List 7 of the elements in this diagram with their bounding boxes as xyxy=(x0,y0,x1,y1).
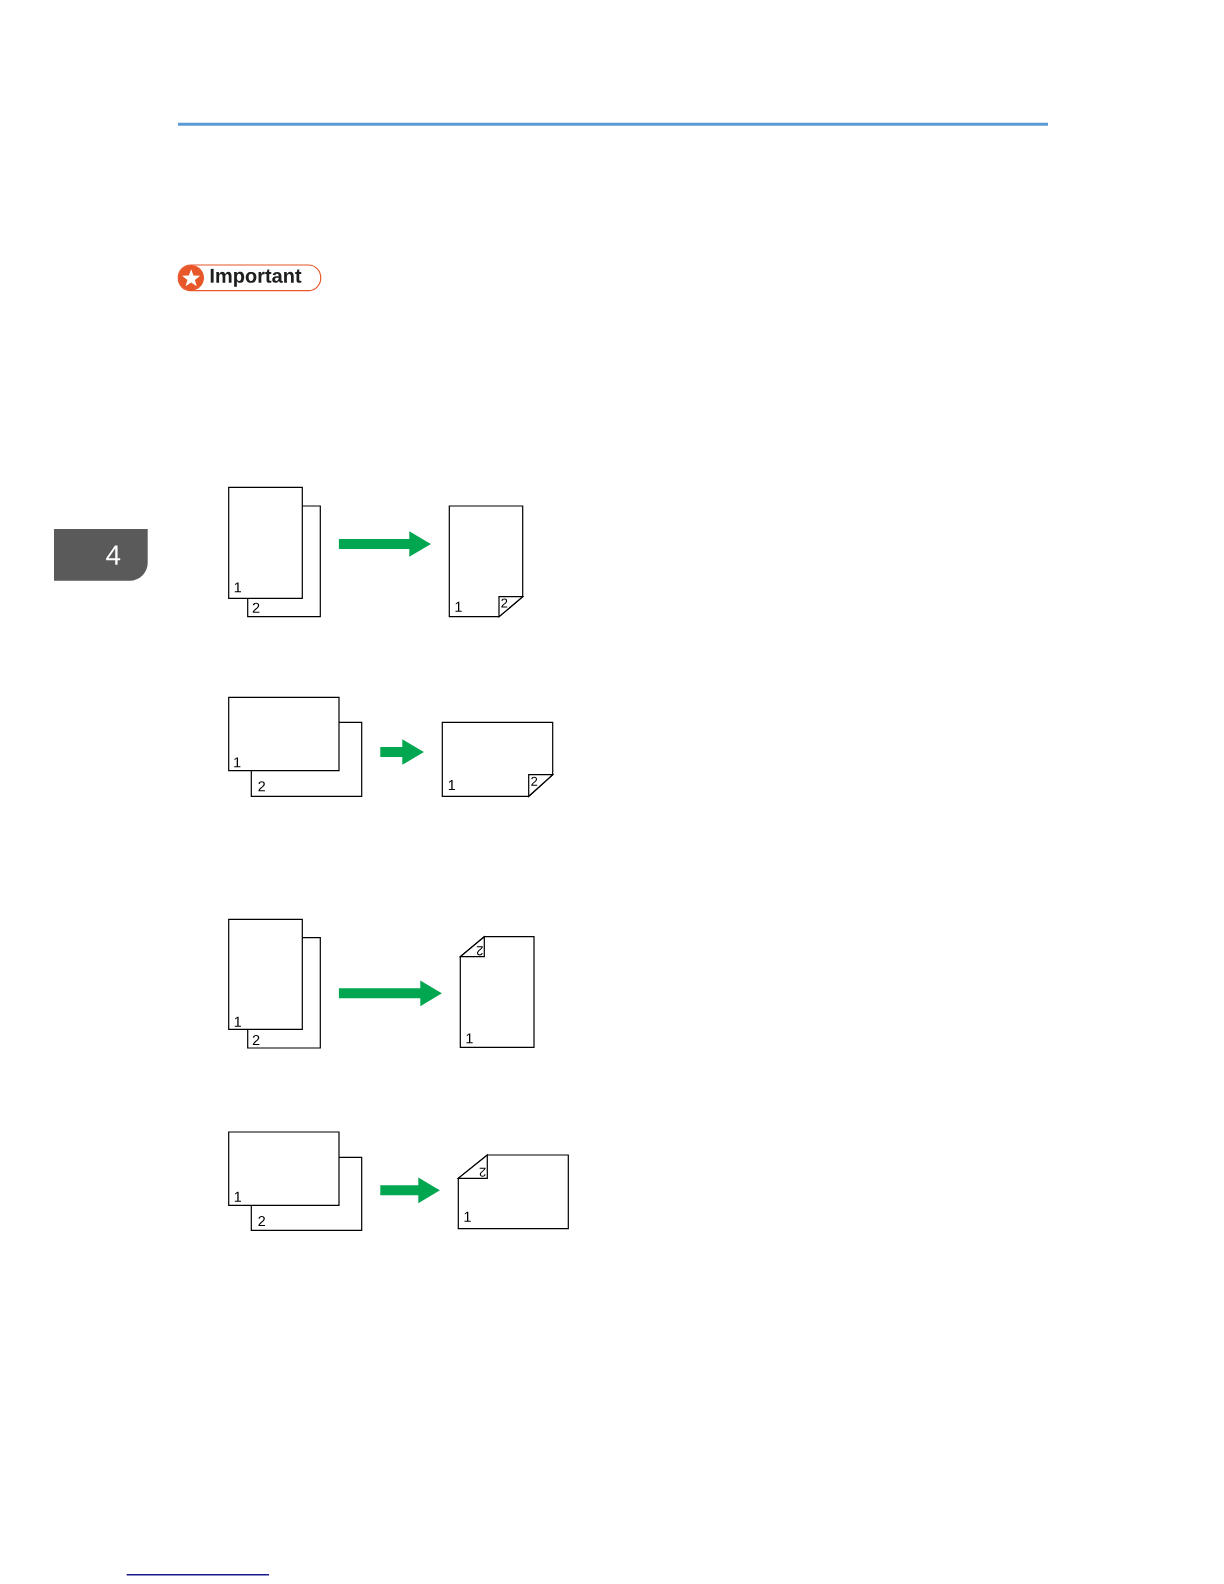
paper-sheet: 1 xyxy=(228,1131,340,1206)
folded-page: 1 2 xyxy=(448,505,525,618)
paper-sheet: 1 xyxy=(228,918,303,1030)
paper-sheet: 1 xyxy=(228,696,340,772)
paper-sheet: 1 xyxy=(228,486,303,599)
chapter-tab: 4 xyxy=(54,529,148,581)
important-badge: Important xyxy=(177,264,322,292)
